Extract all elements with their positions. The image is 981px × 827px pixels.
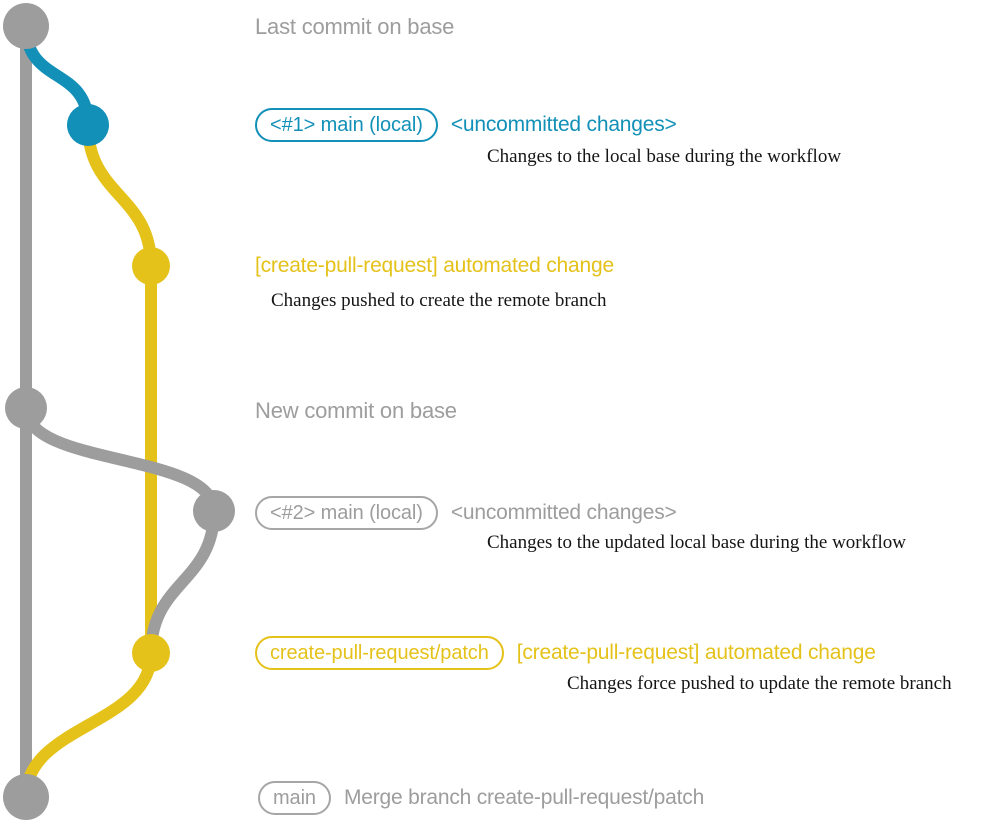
row-local-main-1: <#1> main (local) <uncommitted changes>: [255, 108, 677, 142]
graph-nodes: [3, 3, 235, 820]
row-local-main-2: <#2> main (local) <uncommitted changes>: [255, 496, 677, 530]
node-base-new-commit[interactable]: [5, 387, 47, 429]
row-merge-main: main Merge branch create-pull-request/pa…: [258, 781, 704, 815]
badge-local-main-1[interactable]: <#1> main (local): [255, 108, 438, 142]
label-last-commit-on-base: Last commit on base: [255, 14, 455, 39]
badge-create-pull-request-patch[interactable]: create-pull-request/patch: [255, 636, 504, 670]
description-local-main-1: Changes to the local base during the wor…: [487, 146, 842, 167]
description-local-main-2: Changes to the updated local base during…: [487, 532, 906, 553]
description-automated-change-update: Changes force pushed to update the remot…: [567, 673, 952, 694]
node-local-uncommitted-2[interactable]: [193, 490, 235, 532]
subject-local-main-2: <uncommitted changes>: [450, 501, 677, 524]
badge-main[interactable]: main: [258, 781, 331, 815]
node-base-head-commit[interactable]: [3, 3, 49, 49]
node-merge-commit[interactable]: [3, 774, 49, 820]
subject-local-main-1: <uncommitted changes>: [450, 113, 677, 136]
node-patch-commit-1[interactable]: [132, 247, 170, 285]
node-local-uncommitted-1[interactable]: [67, 104, 109, 146]
label-new-commit-on-base: New commit on base: [255, 398, 457, 423]
subject-merge-main: Merge branch create-pull-request/patch: [343, 786, 705, 809]
node-patch-commit-2[interactable]: [132, 634, 170, 672]
edge-local-2-to-patch-2: [145, 505, 220, 659]
subject-automated-change-create: [create-pull-request] automated change: [255, 254, 614, 277]
edge-local-1-to-patch-1: [82, 119, 157, 272]
description-automated-change-create: Changes pushed to create the remote bran…: [271, 290, 607, 311]
row-automated-change-update: create-pull-request/patch [create-pull-r…: [255, 636, 876, 670]
edge-patch-2-to-merge: [20, 647, 157, 803]
subject-automated-change-update: [create-pull-request] automated change: [516, 641, 876, 664]
badge-local-main-2[interactable]: <#2> main (local): [255, 496, 438, 530]
edge-base-to-local-2: [20, 402, 220, 517]
